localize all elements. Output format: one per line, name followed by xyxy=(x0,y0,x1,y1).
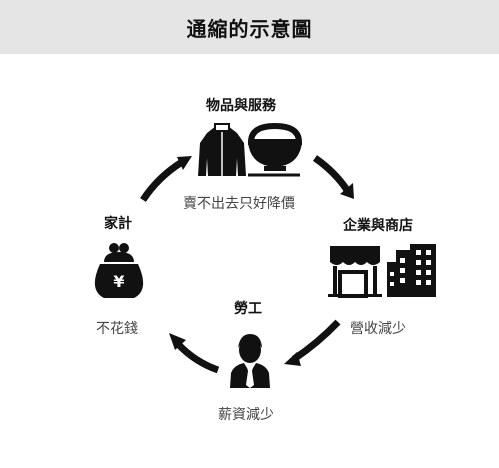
office-building-icon xyxy=(387,244,436,297)
arrow-labor-to-household xyxy=(169,333,220,374)
title-bar: 通縮的示意圖 xyxy=(0,0,499,54)
household-caption: 不花錢 xyxy=(96,321,138,337)
labor-label: 勞工 xyxy=(234,301,262,317)
household-label: 家計 xyxy=(104,216,132,232)
labor-caption: 薪資減少 xyxy=(218,407,274,423)
business-caption: 營收減少 xyxy=(350,321,406,337)
bowl-icon xyxy=(247,122,303,177)
arrow-goods-to-business xyxy=(312,155,354,199)
yen-symbol: ¥ xyxy=(113,272,124,291)
arrow-household-to-goods xyxy=(140,156,192,202)
worker-icon xyxy=(230,334,270,388)
goods-caption: 賣不出去只好降價 xyxy=(183,196,295,212)
goods-label: 物品與服務 xyxy=(206,98,276,114)
page-title: 通縮的示意圖 xyxy=(186,17,313,41)
shirt-icon xyxy=(198,123,246,176)
purse-icon: ¥ xyxy=(94,243,144,298)
business-label: 企業與商店 xyxy=(343,218,413,234)
storefront-icon xyxy=(328,246,382,298)
arrow-business-to-labor xyxy=(284,319,341,366)
